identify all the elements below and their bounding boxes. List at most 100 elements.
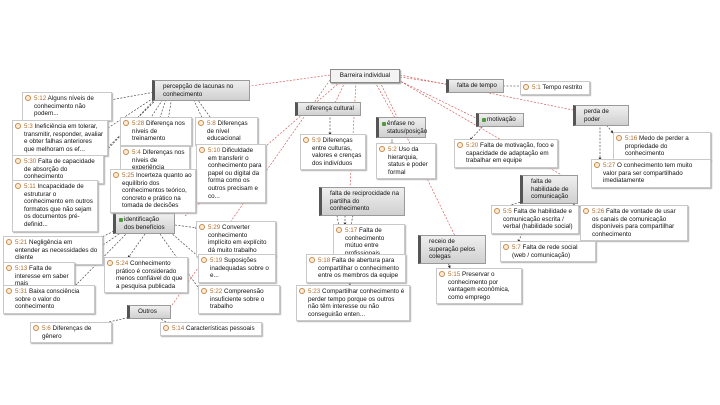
quote-id: 5:6 — [42, 325, 53, 332]
quote-5-24[interactable]: 5:24 Conhecimento prático é considerado … — [104, 257, 188, 294]
quote-icon — [439, 271, 445, 277]
quote-5-26[interactable]: 5:26 Falta de vontade de usar os canais … — [580, 205, 688, 242]
quote-5-12[interactable]: 5:12 Alguns níveis de conhecimento não p… — [22, 92, 112, 121]
quote-text: Falta de interesse em saber mais — [15, 265, 69, 288]
quote-icon — [15, 183, 21, 189]
edge-5-12 — [109, 90, 156, 101]
edge-5-20 — [469, 123, 486, 141]
quote-id: 5:17 — [345, 227, 360, 234]
quote-icon — [199, 147, 205, 153]
quote-5-6[interactable]: 5:6 Diferenças de gênero — [30, 322, 112, 344]
quote-id: 5:5 — [503, 208, 514, 215]
quote-text: Falta de vontade de usar os canais de co… — [592, 208, 676, 238]
category-enfase-status[interactable]: ênfase no status/posição — [376, 117, 428, 139]
quote-5-5[interactable]: 5:5 Falta de habilidade e comunicação es… — [491, 205, 579, 234]
quote-5-21[interactable]: 5:21 Negligência em entender as necessid… — [3, 236, 103, 265]
quote-text: Diferenças entre culturas, valores e cre… — [312, 137, 362, 167]
category-label: motivação — [487, 116, 516, 123]
quote-5-23[interactable]: 5:23 Compartilhar conhecimento é perder … — [296, 285, 410, 322]
category-habilidade[interactable]: falta de habilidade de comunicação — [520, 175, 578, 204]
quote-5-25[interactable]: 5:25 Incerteza quanto ao equilíbrio dos … — [110, 169, 196, 213]
quote-5-29[interactable]: 5:29 Converter conhecimento implícito em… — [196, 221, 276, 258]
quote-5-11[interactable]: 5:11 Incapacidade de estruturar o conhec… — [12, 180, 98, 232]
quote-id: 5:16 — [625, 135, 640, 142]
category-falta-tempo[interactable]: falta de tempo — [446, 79, 504, 93]
quote-icon — [123, 149, 129, 155]
quote-id: 5:7 — [512, 244, 523, 251]
category-label: receio de superação pelos colegas — [429, 238, 476, 261]
category-motivacao[interactable]: motivação — [476, 113, 524, 127]
quote-5-30[interactable]: 5:30 Falta de capacidade de absorção do … — [12, 155, 104, 184]
root-label: Barreira individual — [339, 72, 391, 79]
category-label: falta de reciprocidade na partilha do co… — [330, 190, 399, 213]
quote-icon — [616, 135, 622, 141]
edge-root-cultural — [334, 81, 346, 104]
quote-icon — [15, 123, 21, 129]
quote-id: 5:19 — [210, 257, 225, 264]
quote-icon — [6, 265, 12, 271]
quote-5-3[interactable]: 5:3 Ineficiência em tolerar, transmitir,… — [12, 120, 108, 157]
quote-id: 5:14 — [172, 325, 187, 332]
quote-icon — [107, 260, 113, 266]
quote-icon — [25, 95, 31, 101]
quote-5-9[interactable]: 5:9 Diferenças entre culturas, valores e… — [300, 134, 366, 171]
category-perda-poder[interactable]: perda de poder — [573, 105, 629, 127]
edge-root-motivacao — [397, 79, 477, 119]
quote-id: 5:27 — [603, 162, 618, 169]
quote-5-15[interactable]: 5:15 Preservar o conhecimento por vantag… — [436, 268, 522, 305]
quote-5-1[interactable]: 5:1 Tempo restrito — [520, 81, 590, 95]
quote-5-22[interactable]: 5:22 Compreensão insuficiente sobre o tr… — [198, 285, 280, 314]
quote-icon — [198, 120, 204, 126]
category-label: Outros — [138, 308, 157, 315]
category-label: diferença cultural — [306, 105, 354, 112]
category-beneficios[interactable]: identificação dos benefícios — [113, 213, 175, 235]
quote-text: Conhecimento prático é considerado menos… — [116, 260, 183, 290]
category-diferenca-cultural[interactable]: diferença cultural — [295, 102, 361, 116]
quote-icon — [583, 208, 589, 214]
edge-root-habilidade — [397, 79, 566, 178]
quote-text: Incapacidade de estruturar o conheciment… — [24, 183, 93, 228]
quote-icon — [201, 257, 207, 263]
quote-icon — [503, 244, 509, 250]
quote-5-31[interactable]: 5:31 Baixa consciência sobre o valor do … — [3, 285, 95, 314]
category-label: perda de poder — [584, 108, 609, 123]
quote-5-20[interactable]: 5:20 Falta de motivação, foco e capacida… — [454, 139, 558, 168]
category-receio[interactable]: receio de superação pelos colegas — [418, 235, 486, 264]
quote-text: Preservar o conhecimento por vantagem ec… — [448, 271, 510, 301]
quote-icon — [309, 257, 315, 263]
quote-icon — [6, 239, 12, 245]
quote-5-16[interactable]: 5:16 Medo de perder a propriedade do con… — [613, 132, 711, 161]
quote-5-27[interactable]: 5:27 O conhecimento tem muito valor para… — [591, 159, 711, 188]
quote-icon — [15, 158, 21, 164]
quote-5-14[interactable]: 5:14 Características pessoais — [160, 322, 262, 336]
quote-text: Converter conhecimento implícito em expl… — [208, 224, 267, 254]
quote-5-8[interactable]: 5:8 Diferenças de nível educacional — [195, 117, 258, 146]
quote-5-28[interactable]: 5:28 Diferença nos níveis de treinamento — [120, 117, 192, 146]
category-label: ênfase no status/posição — [387, 120, 428, 135]
quote-5-18[interactable]: 5:18 Falta de abertura para compartilhar… — [306, 254, 406, 283]
quote-icon — [33, 325, 39, 331]
category-outros[interactable]: Outros — [127, 305, 171, 319]
quote-id: 5:1 — [532, 84, 543, 91]
edge-5-29 — [174, 224, 199, 230]
quote-icon — [379, 146, 385, 152]
quote-5-19[interactable]: 5:19 Suposições inadequadas sobre o e... — [198, 254, 276, 283]
root-node[interactable]: Barreira individual — [330, 69, 400, 83]
quote-icon — [494, 208, 500, 214]
quote-text: Falta de abertura para compartilhar o co… — [318, 257, 399, 280]
category-label: falta de habilidade de comunicação — [531, 178, 569, 201]
quote-icon — [594, 162, 600, 168]
quote-id: 5:9 — [312, 137, 323, 144]
quote-5-2[interactable]: 5:2 Uso da hierarquia, status e poder fo… — [376, 143, 436, 180]
category-reciprocidade[interactable]: falta de reciprocidade na partilha do co… — [319, 187, 405, 216]
quote-id: 5:29 — [208, 224, 223, 231]
quote-id: 5:31 — [15, 288, 30, 295]
quote-text: Características pessoais — [186, 325, 255, 332]
quote-icon — [303, 137, 309, 143]
quote-5-7[interactable]: 5:7 Falta de rede social (web / comunica… — [500, 241, 596, 263]
quote-id: 5:3 — [24, 123, 35, 130]
quote-id: 5:20 — [466, 142, 481, 149]
quote-5-10[interactable]: 5:10 Dificuldade em transferir o conheci… — [196, 144, 266, 204]
category-lacunas[interactable]: percepção de lacunas no conhecimento — [152, 80, 250, 102]
quote-id: 5:24 — [116, 260, 131, 267]
